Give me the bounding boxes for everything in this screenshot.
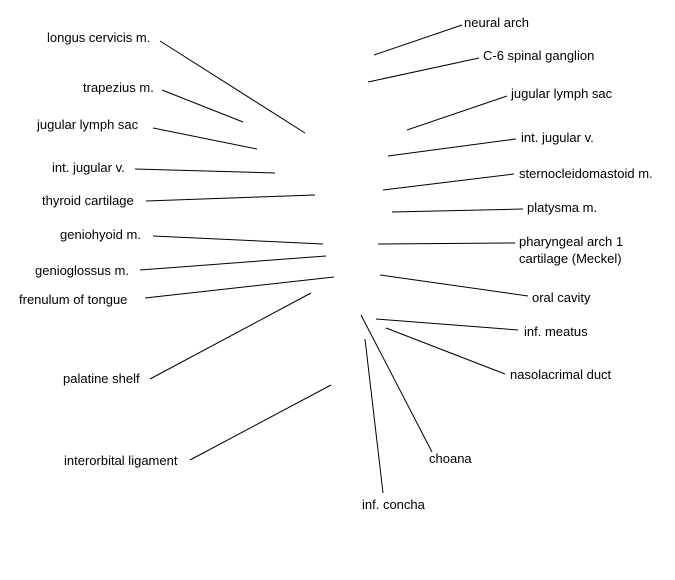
leader-neural-arch (373, 24, 463, 56)
leader-int-jugular-left (134, 168, 276, 174)
leader-oral-cavity (379, 274, 529, 297)
leader-trapezius (161, 89, 244, 123)
leader-longus-cervicis (159, 40, 306, 134)
leader-pharyngeal-arch (377, 242, 516, 245)
leader-frenulum (144, 276, 335, 299)
label-nasolacrimal-duct: nasolacrimal duct (510, 367, 612, 382)
label-genioglossus: genioglossus m. (35, 263, 129, 278)
leader-jugular-lymph-sac-right (406, 95, 508, 131)
leader-inf-concha (364, 338, 384, 494)
label-jugular-lymph-sac-left: jugular lymph sac (37, 117, 139, 132)
label-platysma: platysma m. (527, 200, 598, 215)
label-geniohyoid: geniohyoid m. (60, 227, 141, 242)
leader-inf-meatus (375, 318, 519, 331)
label-interorbital-ligament: interorbital ligament (64, 453, 178, 468)
leader-interorbital-ligament (189, 384, 332, 461)
label-jugular-lymph-sac-right: jugular lymph sac (511, 86, 613, 101)
leader-choana (360, 314, 433, 453)
label-thyroid-cartilage: thyroid cartilage (42, 193, 134, 208)
label-oral-cavity: oral cavity (532, 290, 591, 305)
label-inf-meatus: inf. meatus (524, 324, 588, 339)
leader-c6-spinal-ganglion (367, 57, 480, 83)
label-int-jugular-right: int. jugular v. (521, 130, 594, 145)
label-choana: choana (429, 451, 472, 466)
leader-palatine-shelf (149, 292, 312, 380)
label-palatine-shelf: palatine shelf (63, 371, 140, 386)
leader-sternocleidomastoid (382, 173, 515, 191)
label-int-jugular-left: int. jugular v. (52, 160, 125, 175)
leader-int-jugular-right (387, 138, 517, 157)
label-neural-arch: neural arch (464, 15, 530, 30)
label-c6-spinal-ganglion: C-6 spinal ganglion (483, 48, 595, 63)
leader-jugular-lymph-sac-left (152, 127, 258, 150)
label-pharyngeal-arch: pharyngeal arch 1 cartilage (Meckel) (519, 234, 624, 266)
leader-thyroid-cartilage (145, 194, 316, 202)
leader-genioglossus (139, 255, 327, 271)
label-trapezius: trapezius m. (83, 80, 154, 95)
leader-geniohyoid (152, 235, 324, 245)
label-frenulum: frenulum of tongue (19, 292, 128, 307)
label-sternocleidomastoid: sternocleidomastoid m. (519, 166, 653, 181)
leader-nasolacrimal-duct (385, 327, 506, 375)
label-longus-cervicis: longus cervicis m. (47, 30, 151, 45)
label-inf-concha: inf. concha (362, 497, 425, 512)
leader-platysma (391, 208, 524, 213)
